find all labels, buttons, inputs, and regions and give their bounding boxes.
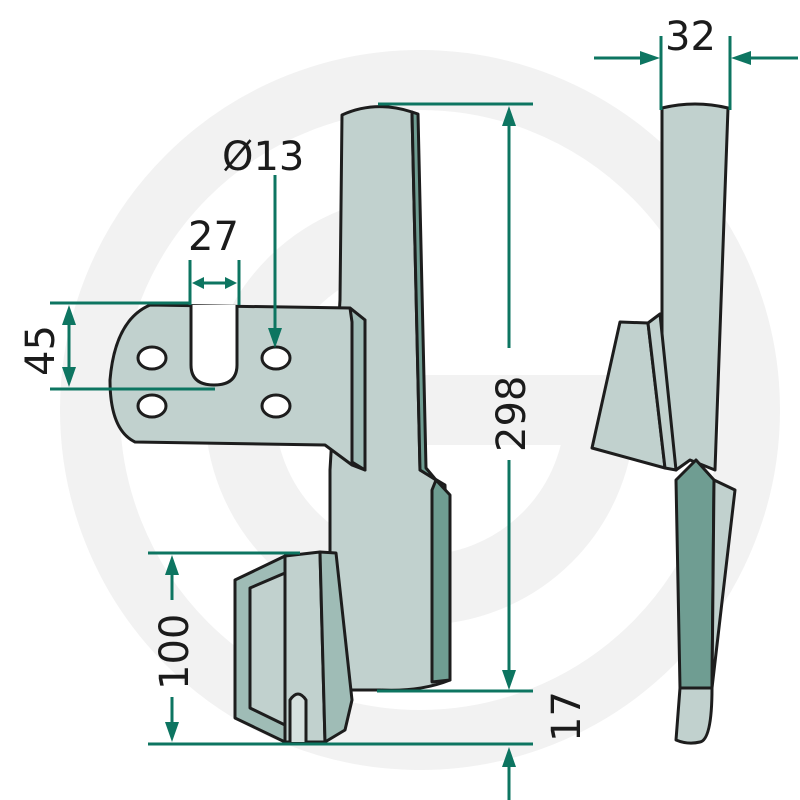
bracket-edge [318, 550, 354, 744]
bracket-slot [288, 692, 308, 742]
blade-edge [410, 110, 438, 482]
side-blade-edge [710, 478, 737, 690]
bracket-inner [248, 571, 287, 727]
dim-label-hole-spacing: 45 [18, 325, 64, 376]
watermark-logo [60, 50, 780, 770]
dim-label-total-length: 298 [489, 376, 535, 452]
bolt-hole [136, 393, 168, 419]
bolt-hole [260, 393, 292, 419]
dimension-lines [50, 36, 798, 800]
side-view [590, 102, 737, 745]
dim-label-slot-width: 27 [188, 214, 239, 260]
side-blade-end [674, 686, 714, 745]
dim-label-thickness: 32 [665, 14, 716, 60]
side-blade-tip [674, 458, 716, 690]
mounting-plate [108, 303, 367, 472]
dim-label-hole-diameter: Ø13 [222, 134, 304, 180]
side-flange-edge [646, 312, 678, 472]
side-blade-upper [660, 102, 730, 472]
blade-edge-lower [430, 478, 452, 684]
bolt-hole [260, 345, 292, 371]
dim-label-blade-offset: 100 [152, 614, 198, 690]
mounting-slot [189, 305, 239, 387]
bolt-hole [136, 345, 168, 371]
front-view [108, 105, 452, 744]
plate-edge [348, 306, 367, 472]
dim-label-tip-offset: 17 [544, 691, 590, 742]
